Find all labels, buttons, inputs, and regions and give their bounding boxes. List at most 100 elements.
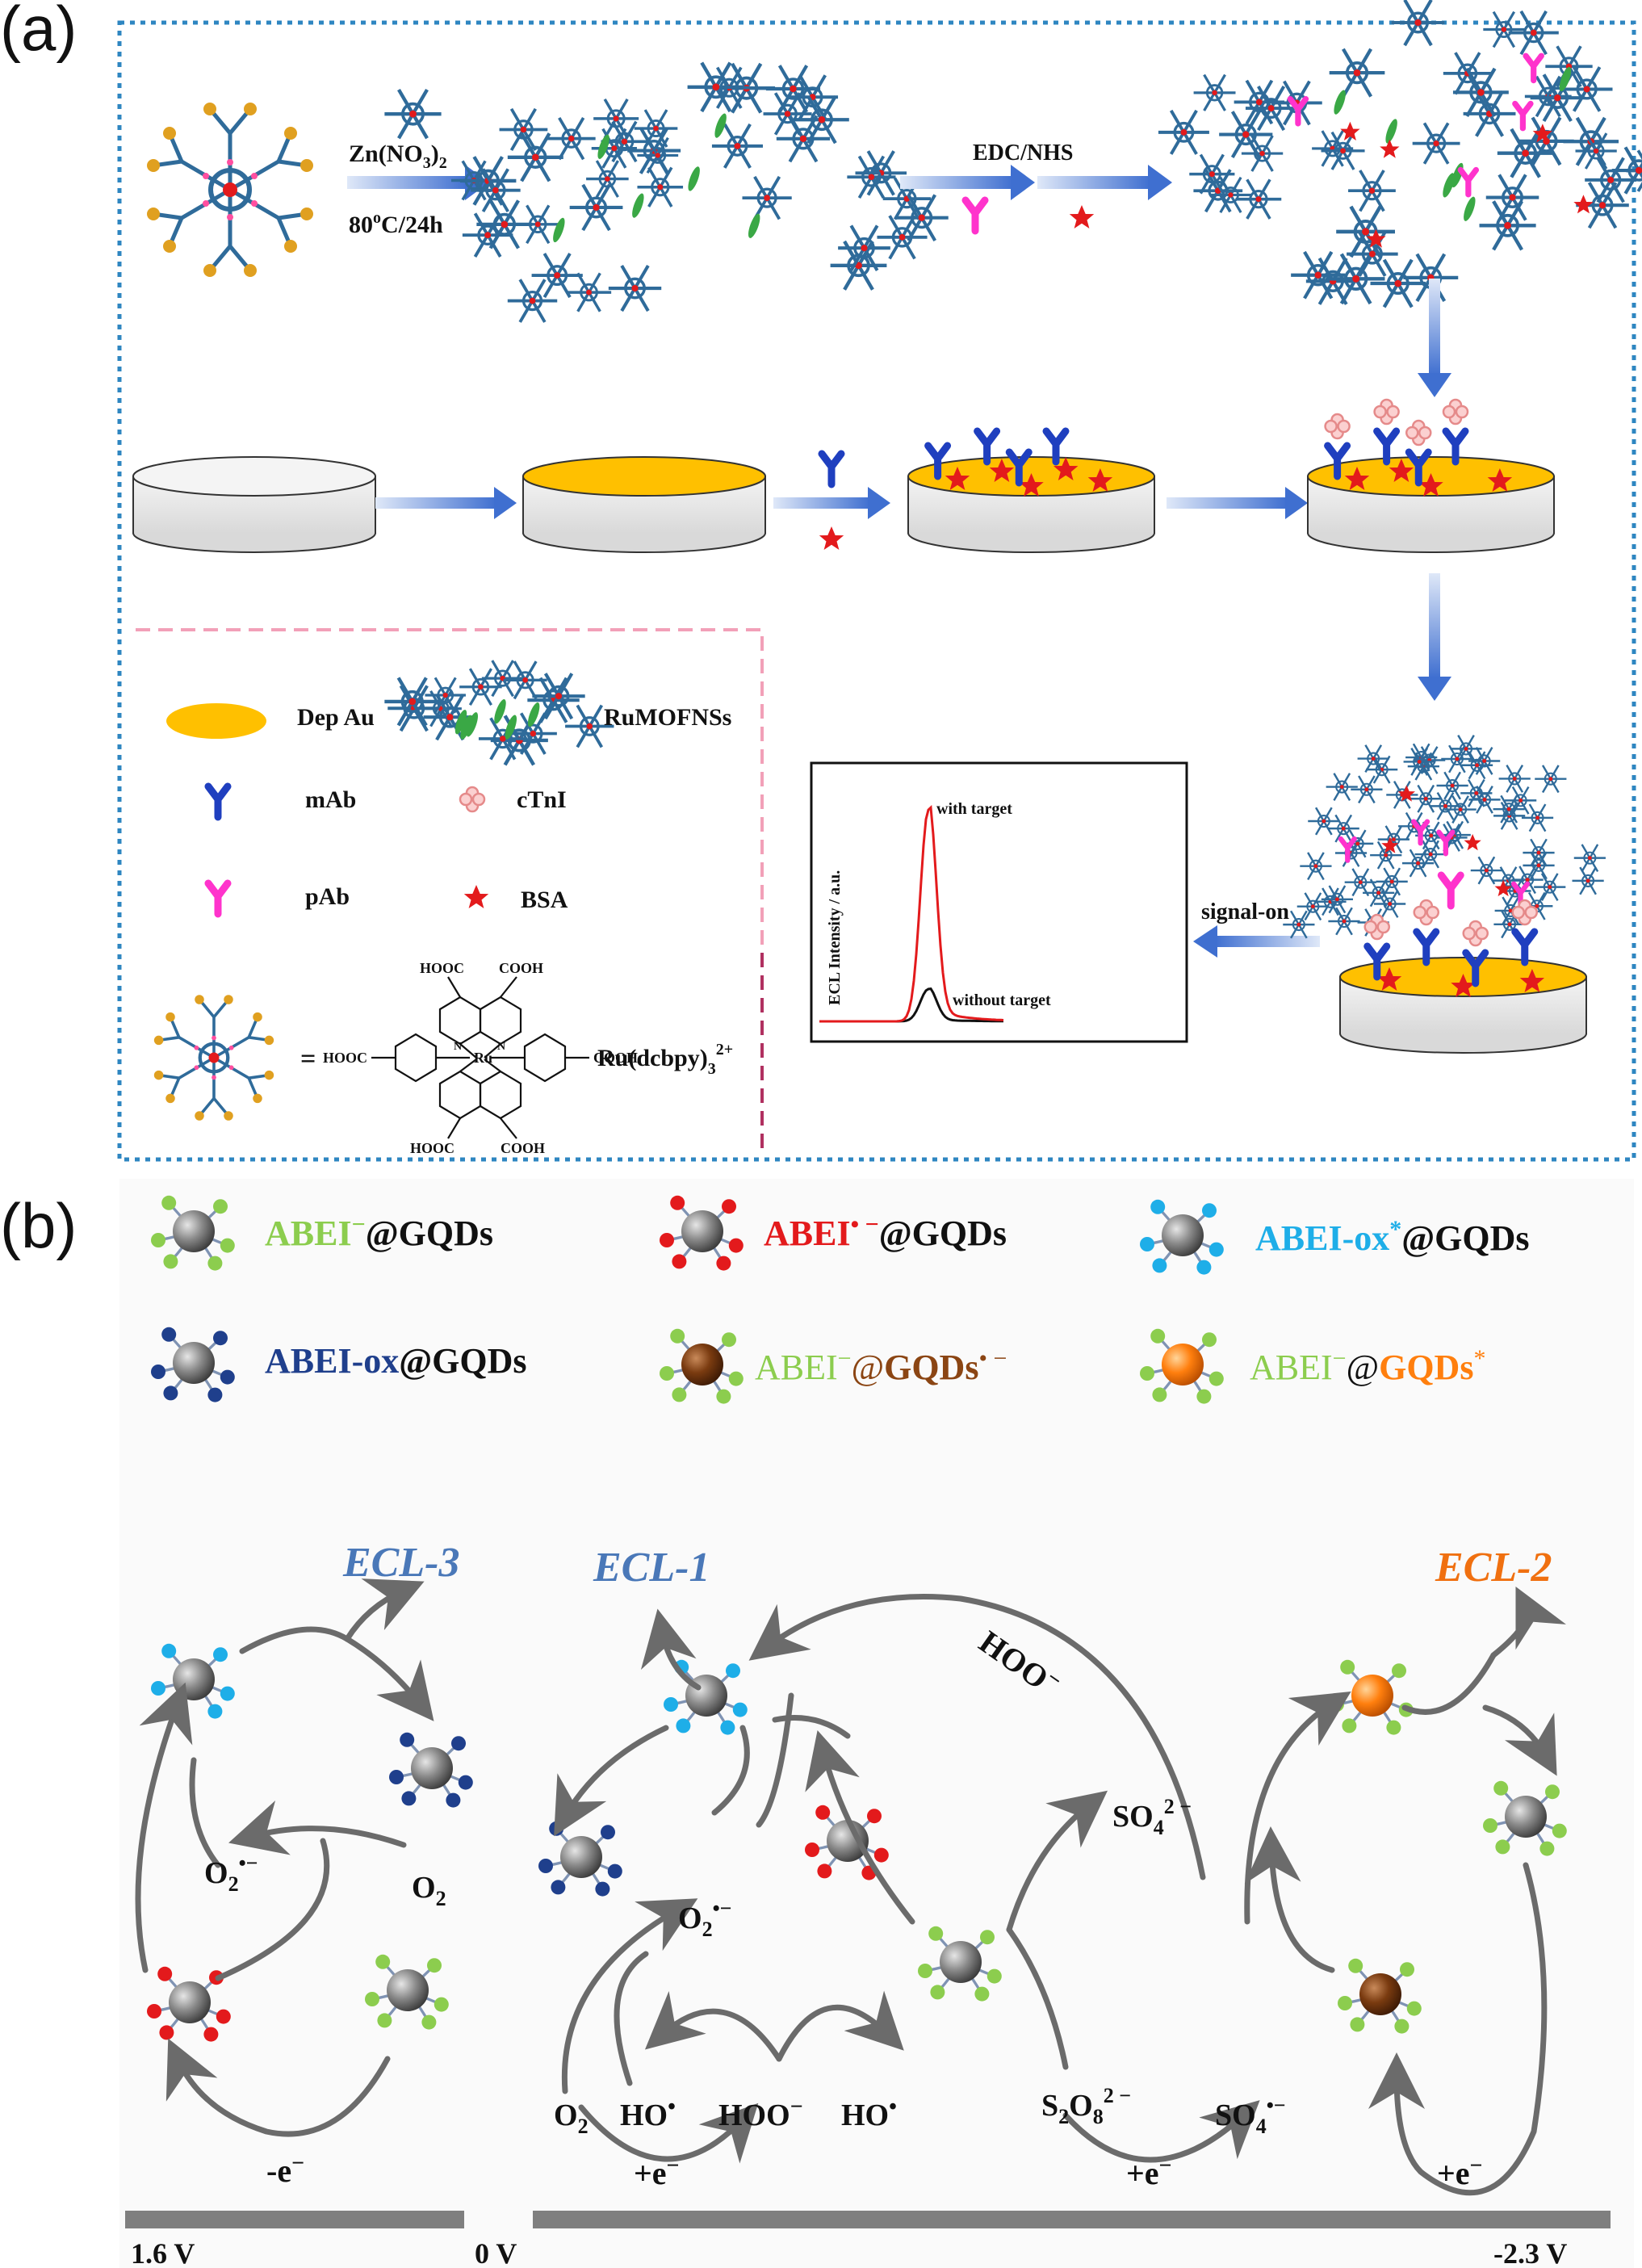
potential-middle: 0 V — [475, 2237, 517, 2268]
ligand-bead — [446, 1792, 461, 1808]
hoo-minus-sup: − — [790, 2094, 803, 2119]
ligand-bead — [401, 1791, 417, 1806]
ligand-bead — [1196, 1389, 1212, 1404]
legend-bsa: BSA — [521, 887, 568, 913]
dome-mof-unit — [1356, 744, 1391, 773]
mof-unit — [1156, 108, 1211, 156]
svg-text:Zn(NO3)2: Zn(NO3)2 — [349, 140, 447, 172]
svg-text:SO4•−: SO4•− — [1215, 2094, 1286, 2138]
ligand-bead — [1348, 1958, 1363, 1973]
ru-atom: Ru — [474, 1050, 492, 1066]
potential-left: 1.6 V — [131, 2237, 195, 2268]
ligand-bead — [670, 1328, 685, 1344]
ligand-bead — [458, 1775, 473, 1790]
dome-mof-unit — [1520, 803, 1555, 832]
mof-unit — [1347, 169, 1397, 213]
mab-electrode — [907, 431, 1155, 553]
legend-pab: pAb — [305, 883, 350, 910]
gqd-core — [173, 1342, 215, 1384]
gqd-core — [173, 1658, 215, 1700]
o2-right: O — [554, 2098, 578, 2132]
linker — [527, 702, 540, 727]
arrow-bare-to-au — [375, 487, 517, 519]
ligand-bead — [1152, 1387, 1167, 1402]
linker — [1559, 66, 1572, 92]
ho-radical-2-dot: • — [889, 2094, 897, 2119]
svg-text:80oC/24h: 80oC/24h — [349, 209, 443, 238]
ligand-bead — [974, 1986, 990, 2002]
dome-mof-unit — [1350, 774, 1384, 804]
synthesis-reagent-sub2: 2 — [439, 154, 447, 172]
ru-complex-sub: 3 — [708, 1060, 716, 1078]
dome-mof-unit — [1307, 807, 1341, 836]
mof-unit — [1583, 156, 1639, 204]
svg-text:ABEI−@GQDs: ABEI−@GQDs — [265, 1211, 493, 1253]
hooc-top: HOOC — [420, 960, 464, 976]
legend-abei-ox-star: ABEI-ox — [1255, 1218, 1389, 1258]
gqd-core — [681, 1210, 723, 1252]
svg-text:O2•−: O2•− — [204, 1851, 258, 1896]
o2-superoxide-left: O — [204, 1856, 228, 1890]
dome-mof-unit — [1522, 838, 1556, 868]
so4-radical: SO — [1215, 2098, 1256, 2132]
ligand-bead — [672, 1254, 687, 1269]
electrode-top — [132, 456, 376, 497]
legend-mab: mAb — [305, 786, 356, 813]
ligand-bead — [1150, 1199, 1166, 1214]
s2o8-mid: O — [1069, 2089, 1093, 2123]
ligand-bead — [1394, 2019, 1410, 2034]
gqd-core — [1505, 1796, 1547, 1838]
mof-unit — [1486, 174, 1539, 220]
mof-unit — [565, 271, 613, 313]
legend-gqds-star-at: @ — [1347, 1348, 1380, 1387]
bsa-on-sheet — [1573, 195, 1594, 214]
ligand-bead — [1208, 1371, 1224, 1386]
ligand-bead — [660, 1233, 674, 1247]
mof-unit — [609, 266, 661, 311]
ru-mof-nanosheet — [384, 63, 948, 324]
svg-text:O2•−: O2•− — [678, 1897, 731, 1941]
legend-abei-ox-star-sup: * — [1389, 1216, 1401, 1243]
legend-gqds-radical-at: @ — [852, 1348, 885, 1387]
s2o8-sub2: 8 — [1093, 2105, 1104, 2128]
ho-radical-1: HO — [620, 2098, 668, 2132]
ecl-inset-plot: ECL Intensity / a.u. with target without… — [810, 761, 1188, 1043]
legend-mab-symbol — [208, 786, 228, 817]
synthesis-reagent-sub3: 3 — [423, 154, 431, 172]
svg-text:S2O82 −: S2O82 − — [1041, 2084, 1131, 2128]
mof-unit — [545, 116, 597, 161]
ctni-electrode — [1307, 398, 1555, 553]
ligand-bead — [159, 2025, 174, 2040]
dome-mof-unit — [1299, 851, 1333, 881]
o2-left-sub: 2 — [436, 1887, 446, 1910]
labeled-ru-mof-nanosheet — [1156, 0, 1642, 307]
svg-text:O2: O2 — [554, 2098, 589, 2138]
mof-unit — [1392, 0, 1445, 45]
gqd-core — [1162, 1344, 1204, 1386]
ligand-bead — [1150, 1328, 1166, 1344]
ligand-bead — [1406, 2001, 1422, 2016]
ligand-bead — [427, 1958, 442, 1973]
ligand-bead — [1196, 1260, 1212, 1275]
gqd-core — [169, 1981, 211, 2023]
legend-bsa-symbol — [463, 885, 489, 908]
svg-text:-e−: -e− — [266, 2151, 304, 2189]
ctni — [1405, 419, 1432, 446]
electrode-left — [125, 2211, 464, 2228]
mof-unit — [635, 166, 685, 208]
legend-gqds-radical: GQDs — [884, 1348, 978, 1387]
linker — [1464, 196, 1476, 221]
ligand-bead — [728, 1371, 744, 1386]
gqd-core — [173, 1210, 215, 1252]
panel-a-label: (a) — [0, 0, 77, 64]
ligand-bead — [1202, 1332, 1217, 1348]
legend-gqds-star-prefix: ABEI — [1250, 1348, 1333, 1387]
svg-text:HOO−: HOO− — [718, 2094, 803, 2132]
ligand-bead — [728, 1238, 744, 1253]
bare-electrode — [132, 456, 376, 553]
synthesis-reagent-close: ) — [431, 140, 439, 167]
panel-a-border — [117, 20, 1636, 1162]
ligand-bead — [220, 1686, 235, 1701]
pab-on-sheet — [1526, 56, 1541, 80]
mof-unit — [1481, 10, 1527, 49]
